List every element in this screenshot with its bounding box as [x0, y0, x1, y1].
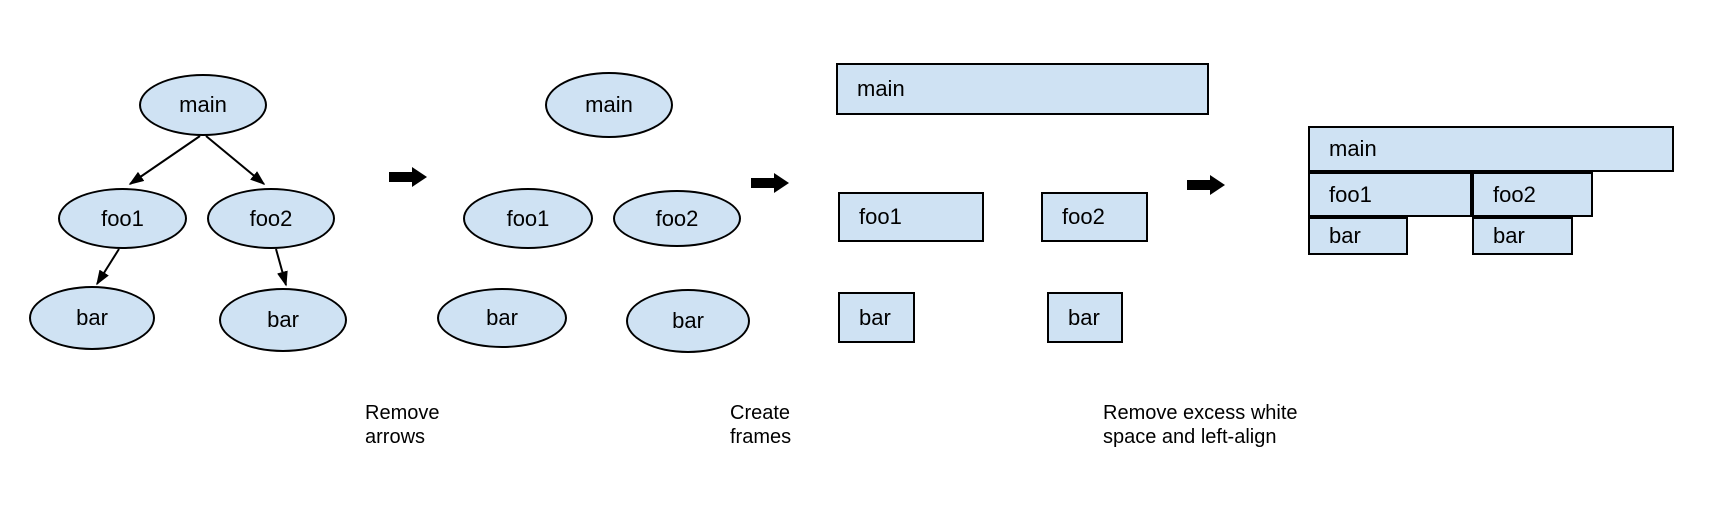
node-label: foo2 [1062, 204, 1105, 229]
no-arrows-node-main: main [545, 72, 673, 138]
node-label: foo2 [1493, 181, 1536, 207]
node-label: bar [672, 308, 704, 333]
flame-graph-node-bar-left: bar [1308, 217, 1408, 255]
caption-remove-white-space-left-align: Remove excess white space and left-align [1103, 402, 1298, 448]
node-label: bar [1068, 304, 1100, 330]
edge-foo1-bar-arrow [96, 248, 120, 286]
frames-node-foo1: foo1 [838, 192, 984, 242]
no-arrows-node-foo2: foo2 [613, 190, 741, 247]
node-label: bar [267, 307, 299, 332]
frames-node-main: main [836, 63, 1209, 115]
node-label: foo1 [859, 204, 902, 229]
node-label: foo2 [655, 205, 699, 231]
caption-create-frames: Create frames [730, 402, 792, 448]
call-tree-node-main: main [139, 74, 267, 136]
edge-foo2-bar-arrow [275, 248, 288, 287]
node-label: main [857, 76, 905, 101]
node-label: main [585, 92, 633, 117]
node-label: foo1 [1329, 181, 1372, 207]
frames-node-bar-left: bar [838, 292, 915, 343]
frames-node-bar-right: bar [1047, 292, 1123, 343]
node-label: bar [1329, 223, 1361, 248]
node-label: bar [1493, 223, 1525, 248]
no-arrows-node-bar-right: bar [626, 289, 750, 353]
call-tree-node-bar-right: bar [219, 288, 347, 352]
node-label: main [1329, 136, 1377, 161]
step-arrow-icon [389, 167, 427, 187]
call-tree-node-bar-left: bar [29, 286, 155, 350]
step-arrow-icon [1187, 175, 1225, 195]
node-label: foo2 [249, 205, 293, 231]
no-arrows-node-bar-left: bar [437, 288, 567, 348]
caption-remove-arrows: Remove arrows [365, 402, 440, 448]
flame-graph-node-foo2: foo2 [1472, 172, 1593, 217]
node-label: bar [76, 305, 108, 330]
step-arrow-icon [751, 173, 789, 193]
flame-graph-node-bar-right: bar [1472, 217, 1573, 255]
no-arrows-node-foo1: foo1 [463, 188, 593, 249]
edge-main-foo1-arrow [128, 135, 201, 185]
edge-main-foo2-arrow [205, 135, 266, 185]
node-label: bar [486, 305, 518, 330]
node-label: main [179, 92, 227, 117]
flame-graph-node-main: main [1308, 126, 1674, 172]
flame-graph-node-foo1: foo1 [1308, 172, 1472, 217]
node-label: bar [859, 304, 891, 330]
frames-node-foo2: foo2 [1041, 192, 1148, 242]
node-label: foo1 [101, 205, 144, 231]
node-label: foo1 [506, 205, 550, 231]
call-tree-node-foo2: foo2 [207, 188, 335, 249]
call-tree-node-foo1: foo1 [58, 188, 187, 249]
